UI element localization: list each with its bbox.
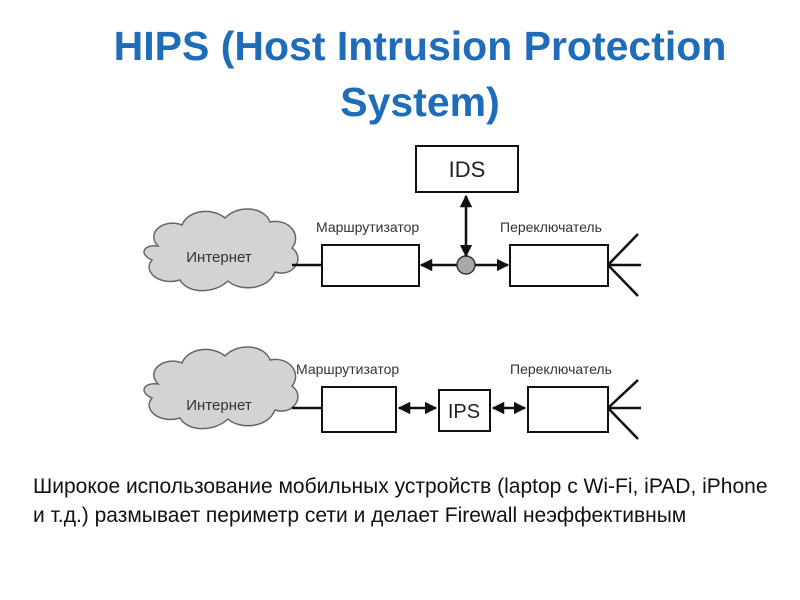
switch-out-link-3-top bbox=[607, 264, 639, 297]
hub-node bbox=[456, 255, 476, 275]
title-line-2: System) bbox=[340, 79, 500, 125]
title-line-1: HIPS (Host Intrusion Protection bbox=[113, 23, 727, 69]
caption-text: Широкое использование мобильных устройст… bbox=[33, 475, 768, 527]
switch-out-link-1-top bbox=[607, 233, 639, 266]
router-label-top: Маршрутизатор bbox=[316, 219, 419, 235]
cloud-label-bottom: Интернет bbox=[186, 397, 252, 414]
switch-box-bottom bbox=[527, 386, 609, 433]
switch-label-bottom: Переключатель bbox=[510, 361, 612, 377]
switch-box-top bbox=[509, 244, 609, 287]
router-box-top bbox=[321, 244, 420, 287]
ids-box bbox=[415, 145, 519, 193]
internet-cloud-bottom bbox=[143, 346, 299, 430]
page-title: HIPS (Host Intrusion Protection System) bbox=[20, 18, 800, 130]
router-label-bottom: Маршрутизатор bbox=[296, 361, 399, 377]
cloud-label-top: Интернет bbox=[186, 249, 252, 266]
ips-box bbox=[438, 389, 491, 432]
ips-diagram: Интернет Маршрутизатор IPS Переключатель bbox=[143, 346, 641, 440]
switch-out-link-1-bottom bbox=[607, 379, 639, 409]
router-box-bottom bbox=[321, 386, 397, 433]
ids-label: IDS bbox=[449, 157, 486, 182]
ids-diagram: Интернет Маршрутизатор IDS Переключатель bbox=[143, 145, 641, 297]
ips-label: IPS bbox=[448, 401, 480, 423]
switch-label-top: Переключатель bbox=[500, 219, 602, 235]
switch-out-link-3-bottom bbox=[607, 407, 639, 440]
